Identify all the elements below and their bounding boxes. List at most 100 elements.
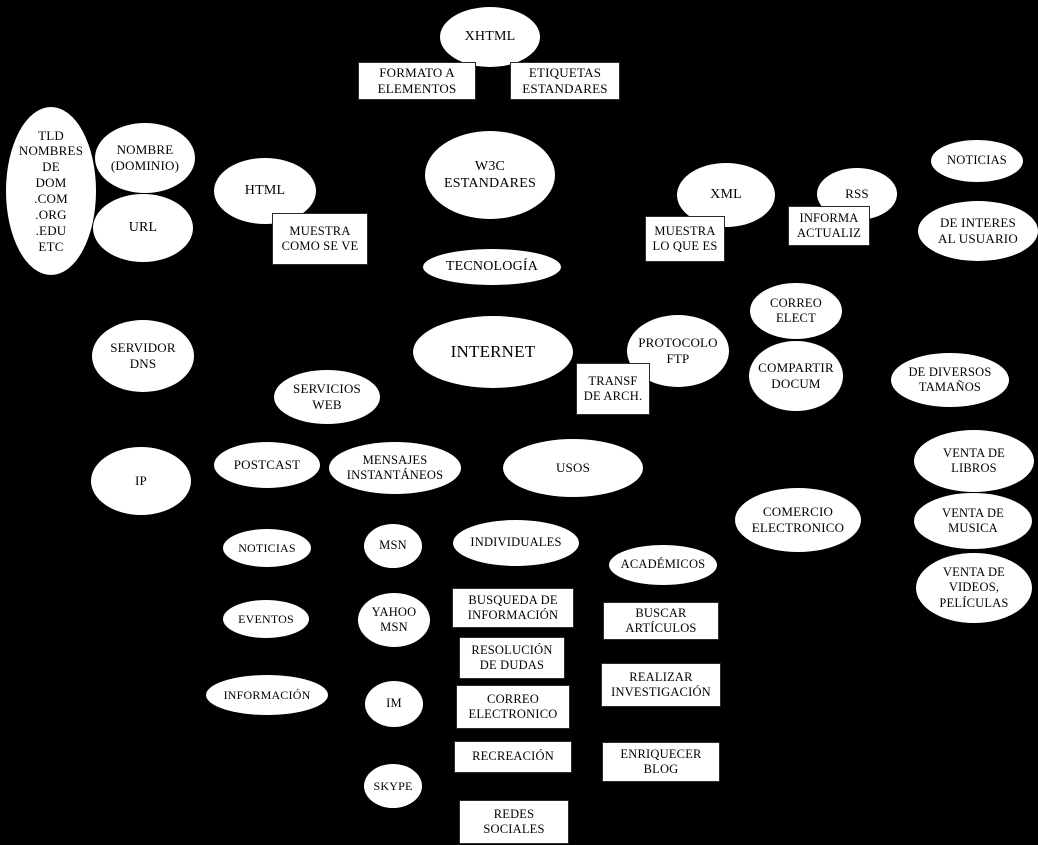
node-label-line: IM xyxy=(386,696,402,711)
node-label-line: NOMBRE xyxy=(116,142,174,158)
node-usos: USOS xyxy=(503,439,643,497)
node-label-line: PELÍCULAS xyxy=(939,595,1009,610)
node-label-line: DE INTERES xyxy=(939,215,1016,231)
node-label-line: NOMBRES xyxy=(18,143,84,159)
node-label-line: AL USUARIO xyxy=(938,231,1018,246)
node-label-line: .COM xyxy=(34,191,68,206)
node-label-line: ETIQUETAS xyxy=(528,65,602,81)
node-internet: INTERNET xyxy=(413,316,573,388)
node-label-line: WEB xyxy=(312,397,342,412)
node-label-line: PROTOCOLO xyxy=(638,335,718,351)
node-label-line: DE xyxy=(42,159,60,175)
node-label-line: SOCIALES xyxy=(483,822,545,836)
node-label-line: XHTML xyxy=(464,29,516,45)
node-label-line: ESTANDARES xyxy=(522,81,608,96)
node-label-line: RECREACIÓN xyxy=(472,749,554,764)
node-msn: MSN xyxy=(364,524,422,568)
node-label-line: CORREO xyxy=(770,295,822,310)
node-label: URL xyxy=(129,219,158,236)
node-xhtml: XHTML xyxy=(440,7,540,67)
node-label-line: ELEMENTOS xyxy=(377,81,457,96)
node-tecnologia: TECNOLOGÍA xyxy=(423,249,561,285)
node-label-line: ELECTRONICO xyxy=(468,707,558,721)
node-label-line: VENTA DE xyxy=(942,565,1006,580)
node-label-line: LO QUE ES xyxy=(652,239,718,253)
node-label: NOMBRE(DOMINIO) xyxy=(111,142,179,174)
node-label-line: CORREO xyxy=(487,691,539,706)
node-label: IM xyxy=(386,696,402,711)
node-label-line: RSS xyxy=(845,186,869,202)
node-label-line: DE DUDAS xyxy=(479,658,545,672)
node-label: EVENTOS xyxy=(238,612,294,627)
node-label-line: LIBROS xyxy=(951,461,997,475)
node-label-line: MUESTRA xyxy=(289,223,351,238)
node-label-line: INTERNET xyxy=(450,341,536,361)
node-label-line: ENRIQUECER xyxy=(620,746,702,761)
node-label: INTERNET xyxy=(451,342,536,363)
node-label-line: .EDU xyxy=(35,222,67,238)
node-postcast: POSTCAST xyxy=(214,442,320,488)
node-label-line: ACADÉMICOS xyxy=(620,557,706,572)
node-label: IP xyxy=(135,473,147,489)
node-label: XML xyxy=(710,186,742,203)
node-label-line: INFORMACIÓN xyxy=(467,608,559,622)
node-url: URL xyxy=(93,194,193,262)
node-label: TECNOLOGÍA xyxy=(446,258,538,275)
node-label-line: TECNOLOGÍA xyxy=(445,259,539,275)
node-label-line: ELECTRONICO xyxy=(751,520,845,535)
node-label-line: ETC xyxy=(38,238,64,254)
node-label-line: TLD xyxy=(38,127,64,143)
node-label-line: ARTÍCULOS xyxy=(625,621,697,635)
node-label-line: VENTA DE xyxy=(941,505,1005,520)
node-label-line: ACTUALIZ xyxy=(796,226,862,240)
node-label-line: SERVICIOS xyxy=(293,381,361,397)
node-label-line: YAHOO xyxy=(371,604,417,619)
node-label-line: MUESTRA xyxy=(654,223,716,238)
node-label: NOTICIAS xyxy=(238,541,296,556)
node-label-line: TAMAÑOS xyxy=(918,380,982,394)
node-recreacion: RECREACIÓN xyxy=(454,741,572,773)
node-noticias-rss: NOTICIAS xyxy=(931,140,1023,182)
node-label: SKYPE xyxy=(373,779,412,794)
node-label-line: BLOG xyxy=(643,762,679,776)
node-label: USOS xyxy=(556,460,590,476)
node-label-line: NOTICIAS xyxy=(947,153,1007,168)
node-label: POSTCAST xyxy=(234,457,301,473)
node-label-line: ESTANDARES xyxy=(444,176,536,191)
node-im: IM xyxy=(365,681,423,727)
node-label-line: TRANSF xyxy=(588,373,638,388)
node-label-line: REDES xyxy=(493,806,535,821)
node-label-line: COMO SE VE xyxy=(281,239,359,253)
node-label: RSS xyxy=(845,186,869,202)
